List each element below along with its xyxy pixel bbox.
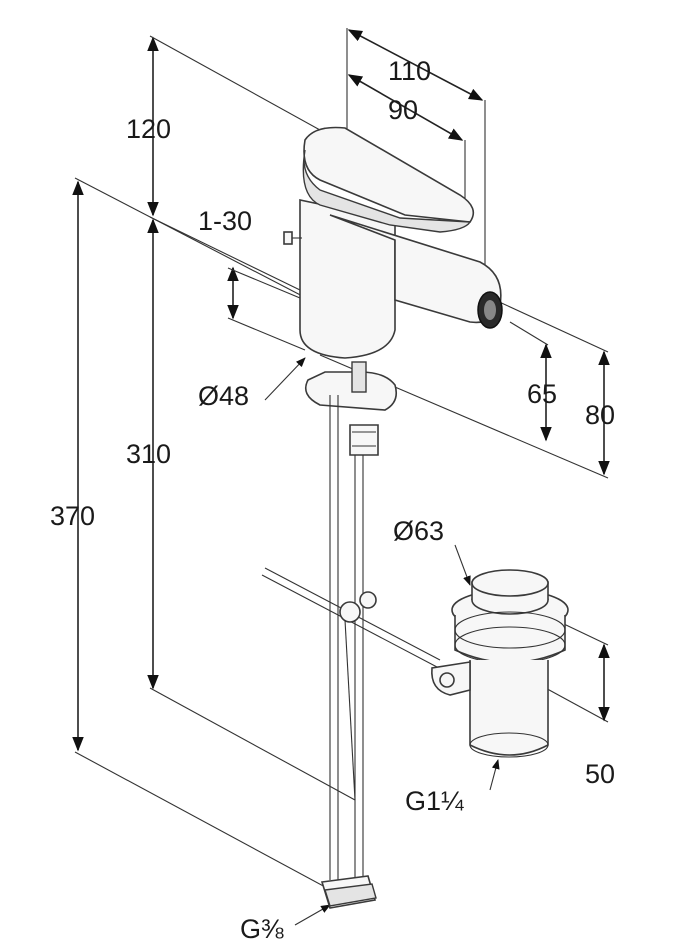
tap-body <box>283 126 503 359</box>
waste-tailpiece <box>469 660 549 756</box>
tap-cylinder <box>299 199 396 359</box>
label-dia-48: Ø48 <box>198 381 249 411</box>
mounting-and-hoses <box>261 361 441 909</box>
leader-g38 <box>294 904 331 926</box>
label-dia-63: Ø63 <box>393 516 444 546</box>
rod-clamp <box>339 601 361 623</box>
label-370: 370 <box>50 501 95 531</box>
leader-dia-48 <box>264 357 306 401</box>
label-50: 50 <box>585 759 615 789</box>
hose-nut <box>349 424 379 456</box>
label-110: 110 <box>388 56 431 86</box>
lever-handle <box>303 126 475 223</box>
leader-dia-63 <box>454 544 471 586</box>
leader-g114 <box>489 759 500 791</box>
mounting-bracket <box>304 371 398 411</box>
label-g38: G⅜ <box>240 914 284 944</box>
dimension-lines <box>72 28 610 926</box>
label-80: 80 <box>585 400 615 430</box>
label-90: 90 <box>388 95 418 125</box>
label-65: 65 <box>527 379 557 409</box>
waste-valve <box>431 569 569 758</box>
dim-line-90 <box>347 74 464 141</box>
label-g114: G1¼ <box>405 786 464 816</box>
label-310: 310 <box>126 439 171 469</box>
label-120: 120 <box>126 114 171 144</box>
label-1-30: 1-30 <box>198 206 252 236</box>
waste-body <box>454 615 566 664</box>
dimension-labels: 120 310 370 110 90 1-30 Ø48 65 80 Ø63 50… <box>50 56 615 944</box>
